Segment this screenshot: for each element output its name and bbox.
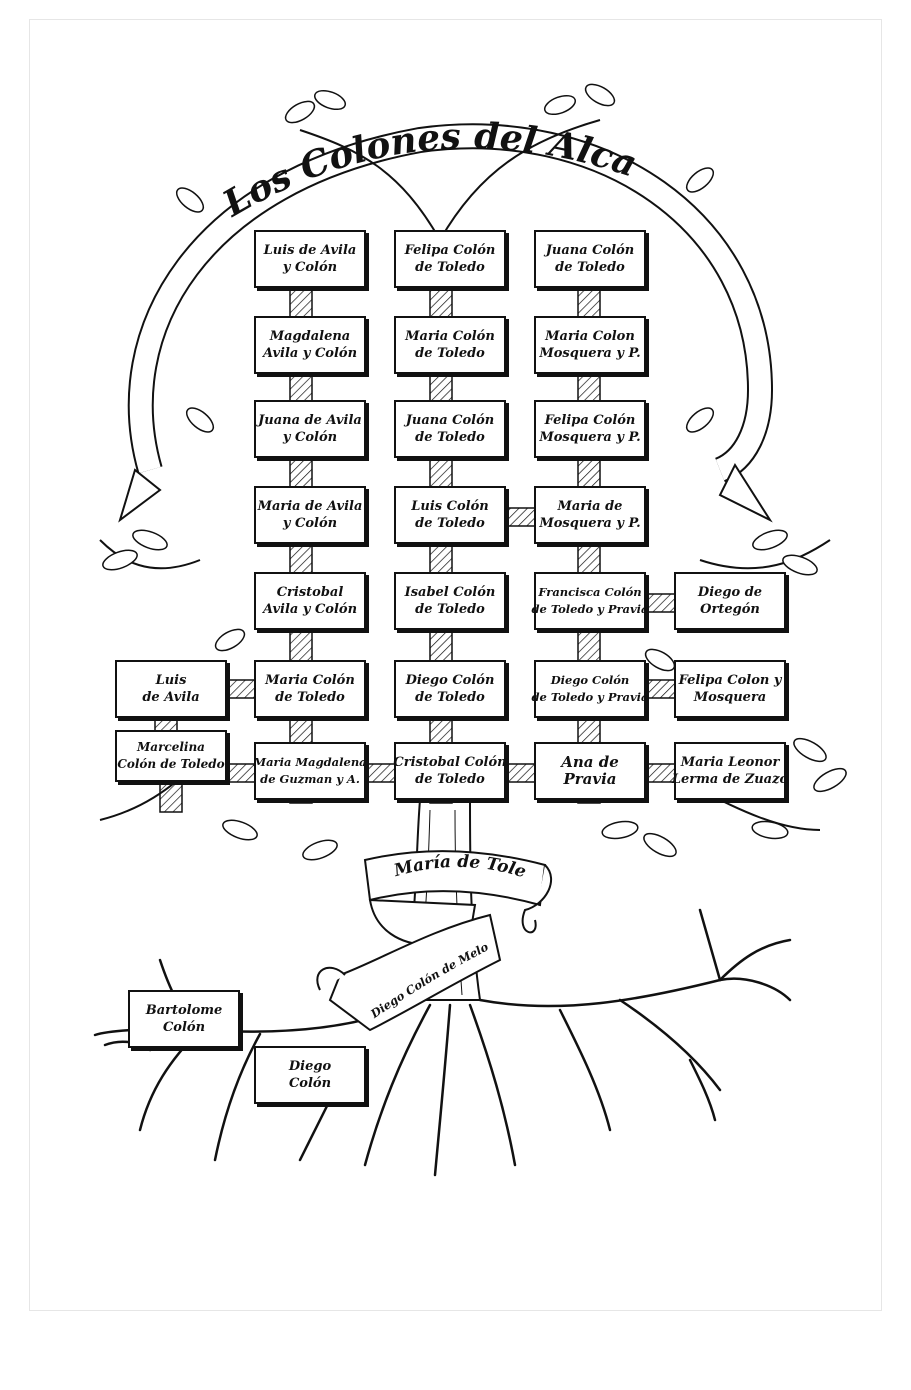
name-line-1: Maria Magdalena [253,754,366,771]
tree-title-path: Los Colones del Alcazar [0,0,642,226]
name-line-1: Diego de [698,584,762,601]
name-line-2: de Toledo y Pravia [531,689,648,706]
name-line-1: Maria Colón [405,328,495,345]
name-line-1: Juana Colón [546,242,635,259]
name-line-2: Colón [163,1019,205,1036]
name-line-2: Avila y Colón [263,345,357,362]
name-line-2: de Toledo [415,429,485,446]
name-line-2: de Avila [142,689,199,706]
name-line-1: Maria Colón [265,672,355,689]
name-line-2: Mosquera y P. [539,345,640,362]
name-line-2: Mosquera y P. [539,429,640,446]
name-line-1: Diego [289,1058,331,1075]
name-line-1: Cristobal Colón [393,754,506,771]
name-line-2: Mosquera [694,689,766,706]
name-line-2: de Toledo [415,601,485,618]
name-line-1: Magdalena [270,328,351,345]
name-line-2: de Toledo [275,689,345,706]
name-line-2: y Colón [283,429,337,446]
name-line-2: Pravia [563,771,616,788]
name-line-1: Bartolome [146,1002,223,1019]
name-line-2: de Toledo [415,689,485,706]
name-line-1: Felipa Colón [545,412,636,429]
name-line-1: Luis de Avila [264,242,357,259]
name-line-2: Lerma de Zuazo [672,771,788,788]
name-line-1: Felipa Colon y [679,672,782,689]
name-line-1: Diego Colón [406,672,495,689]
name-line-2: y Colón [283,259,337,276]
name-line-1: Juana Colón [406,412,495,429]
name-line-2: Colón [289,1075,331,1092]
name-line-2: de Guzman y A. [260,771,360,788]
name-line-1: Diego Colón [551,672,630,689]
name-line-1: Francisca Colón [538,584,641,601]
tree-title: Los Colones del Alcazar [0,0,642,226]
name-line-1: Juana de Avila [258,412,362,429]
name-line-1: Maria de [558,498,623,515]
name-line-1: Maria Colon [545,328,635,345]
name-line-1: Luis [156,672,187,689]
name-line-1: Ana de [561,754,619,771]
name-line-2: Ortegón [700,601,760,618]
name-line-1: Marcelina [137,739,205,756]
name-line-2: de Toledo [415,259,485,276]
name-line-1: Luis Colón [411,498,488,515]
name-line-2: de Toledo [555,259,625,276]
name-line-2: Mosquera y P. [539,515,640,532]
name-line-2: Colón de Toledo [117,756,224,773]
name-line-2: y Colón [283,515,337,532]
name-line-1: Cristobal [277,584,344,601]
name-line-1: Felipa Colón [405,242,496,259]
name-line-2: de Toledo [415,515,485,532]
name-line-2: de Toledo [415,771,485,788]
name-line-2: de Toledo [415,345,485,362]
name-line-1: Maria de Avila [258,498,363,515]
name-line-1: Maria Leonor [681,754,780,771]
name-line-2: Avila y Colón [263,601,357,618]
name-line-1: Isabel Colón [405,584,496,601]
name-line-2: de Toledo y Pravia [531,601,648,618]
